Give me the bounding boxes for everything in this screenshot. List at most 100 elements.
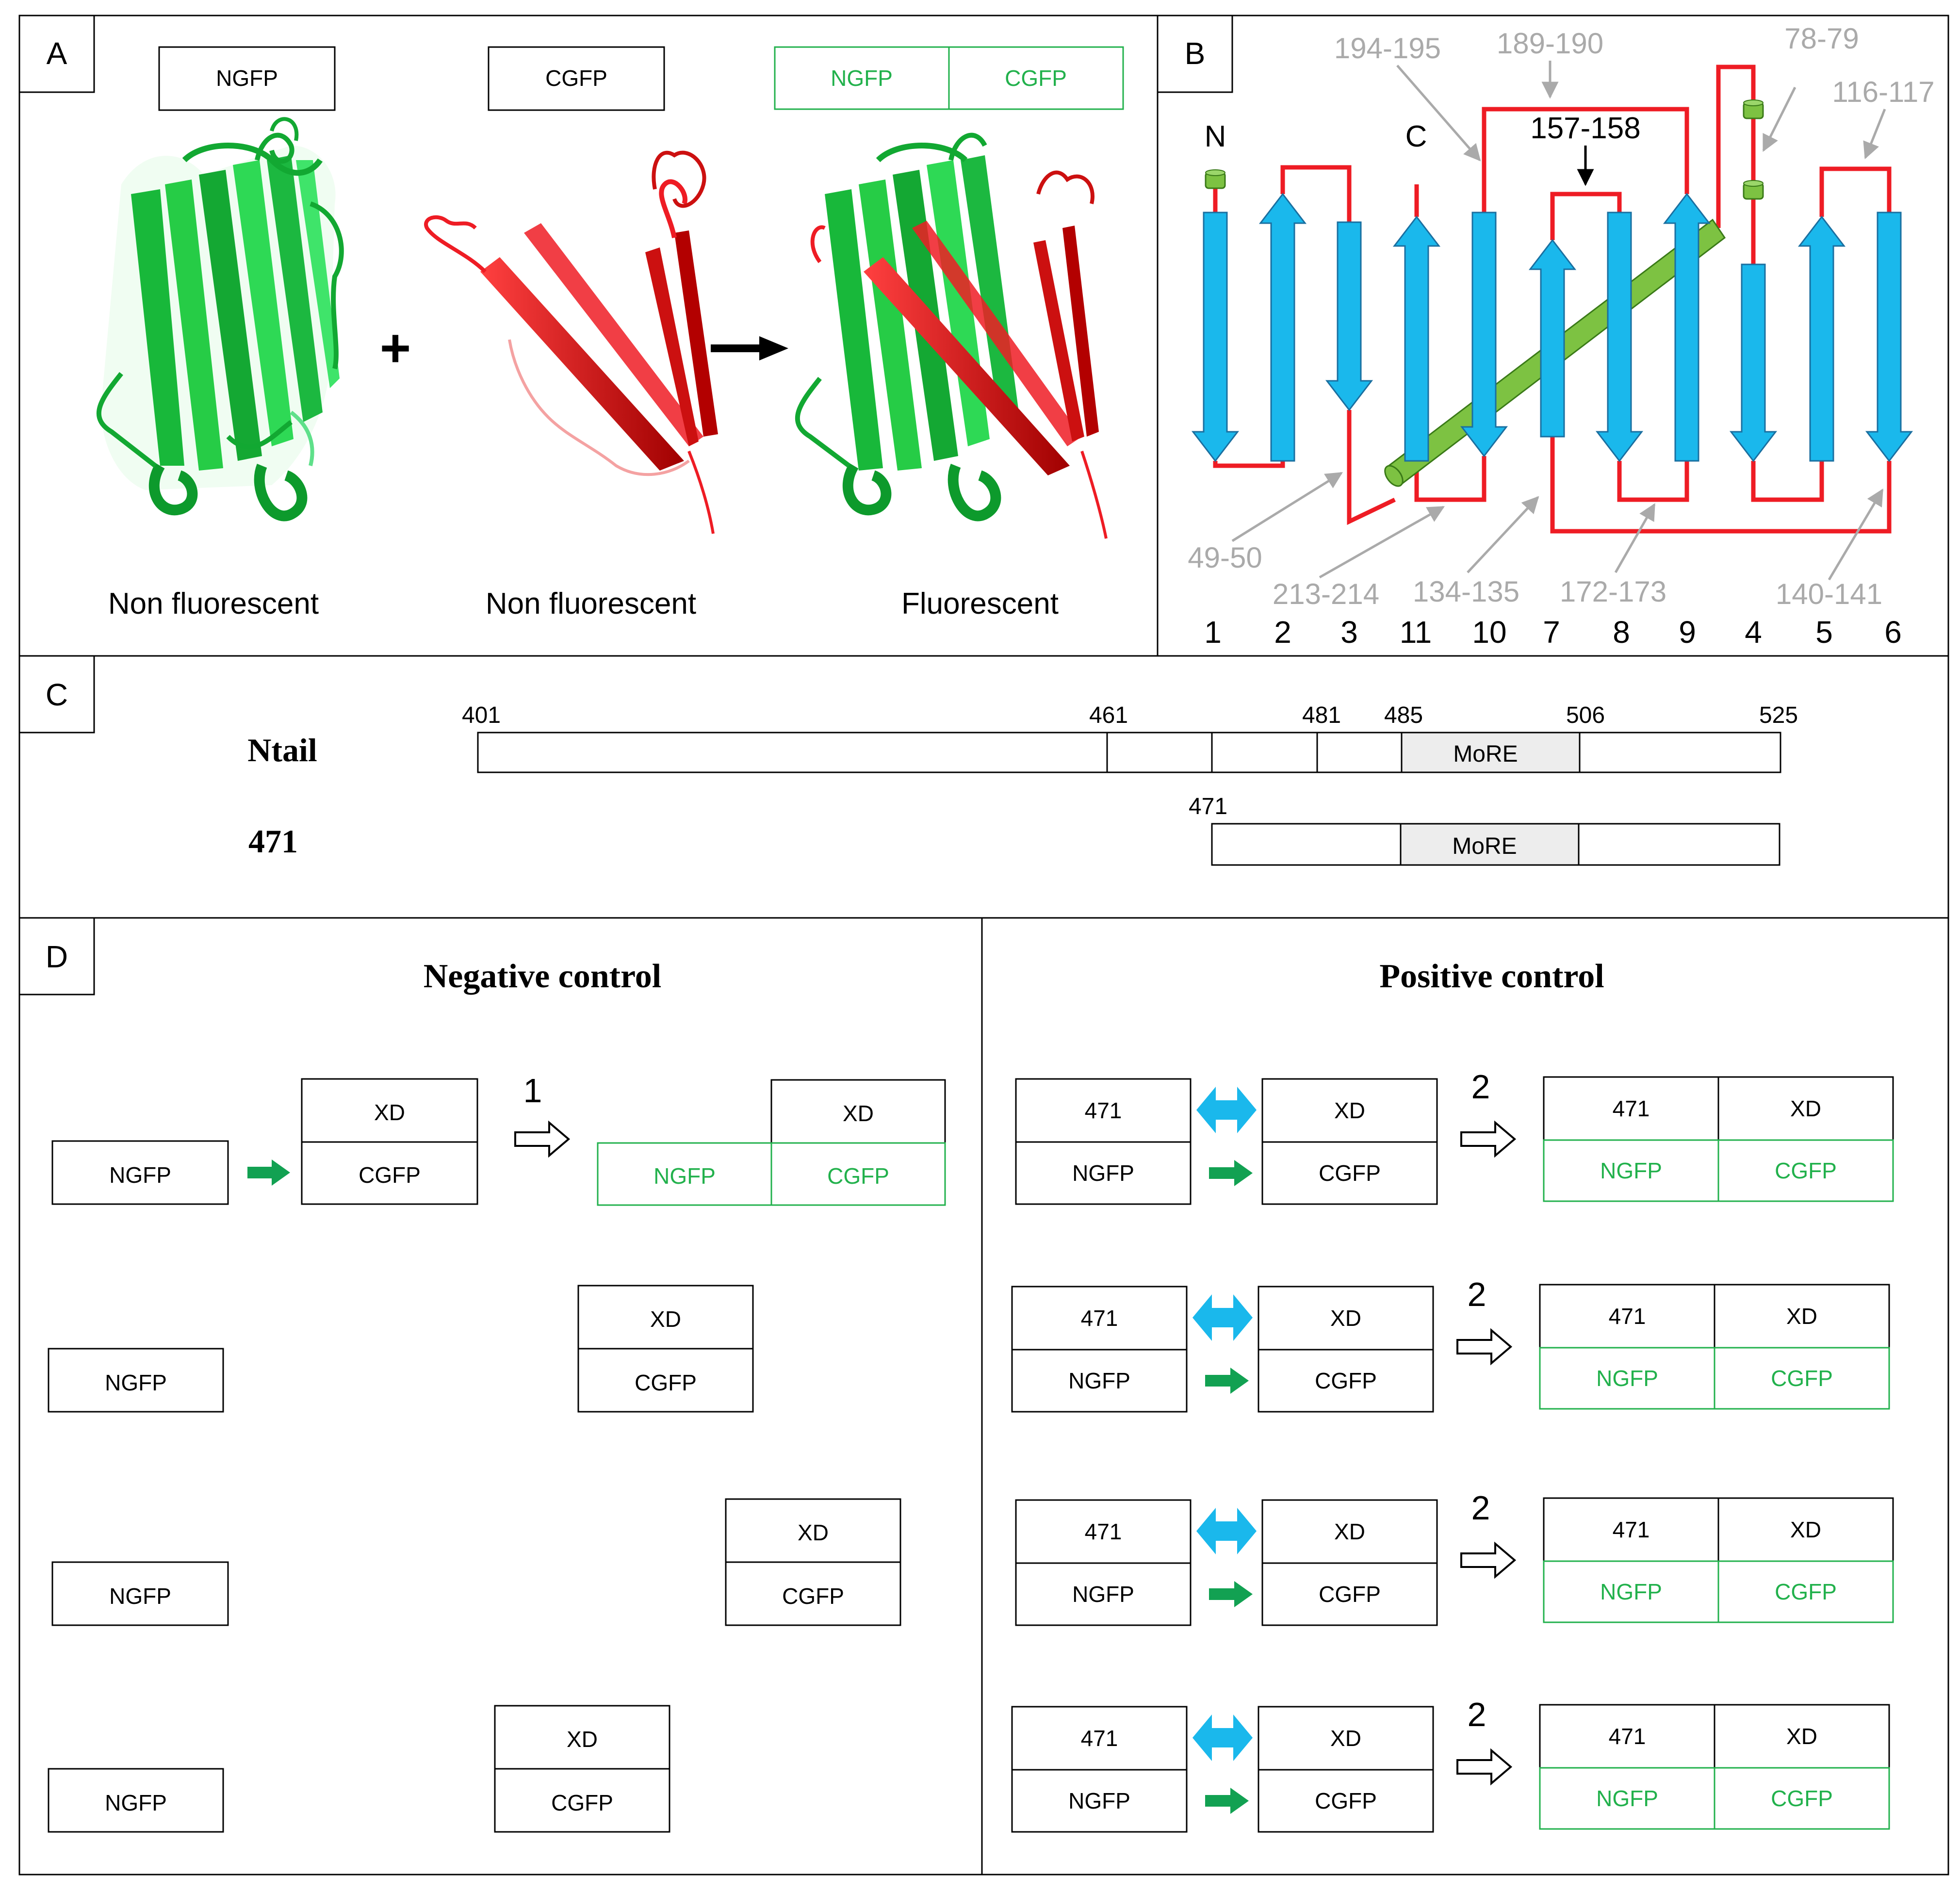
ngfp-label: NGFP: [105, 1790, 167, 1815]
peptide-471-box: [1015, 1499, 1192, 1564]
construct-471-bar: MoRE 471: [1189, 794, 1780, 866]
loop-11: [1716, 65, 1756, 264]
construct-471-label: 471: [248, 823, 298, 860]
beta-strand-1: [1191, 212, 1240, 462]
cut-site-140-141: 140-141: [1776, 578, 1882, 610]
loop-10: [1550, 437, 1892, 534]
xd-label: XD: [1334, 1519, 1365, 1544]
gfp-topology-diagram: [1191, 65, 1913, 534]
product-cgfp-label: CGFP: [1775, 1579, 1837, 1604]
loop-7: [1482, 107, 1689, 212]
product-xd-box: [1714, 1704, 1890, 1769]
cut-arrow-213-214: [1319, 506, 1445, 579]
ngfp-label-green: NGFP: [653, 1163, 716, 1189]
cgfp-label: CGFP: [782, 1583, 844, 1609]
product-ngfp-label: NGFP: [1596, 1786, 1658, 1811]
product-471-label: 471: [1609, 1724, 1646, 1749]
cgfp-label: CGFP: [635, 1370, 697, 1395]
cut-site-172-173: 172-173: [1560, 575, 1666, 608]
loop-2: [1213, 461, 1285, 468]
product-xd-label: XD: [1786, 1304, 1817, 1329]
maturation-arrow: [711, 336, 788, 360]
negative-row-1: NGFP XD CGFP 1 XD NGFP CGFP: [51, 1072, 946, 1206]
cut-site-49-50: 49-50: [1188, 541, 1262, 574]
loop-8: [1550, 192, 1622, 240]
panel-c-letter: C: [46, 677, 68, 712]
xd-label: XD: [1334, 1098, 1365, 1123]
caption-cgfp: Non fluorescent: [486, 587, 696, 620]
combined-cgfp-label: CGFP: [1005, 65, 1067, 91]
step-label-2: 2: [1468, 1696, 1486, 1733]
reaction-arrow: [1460, 1541, 1517, 1579]
plus-sign: +: [380, 318, 411, 378]
ntail-more-region: [1401, 732, 1581, 773]
reconstituted-gfp-box: NGFP CGFP: [774, 46, 1124, 110]
cgfp-box: [1258, 1769, 1434, 1833]
product-cgfp-box: [1714, 1767, 1890, 1830]
471-more-label: MoRE: [1452, 833, 1517, 859]
beta-strand-11: [1392, 215, 1441, 462]
panel-d-letter: D: [46, 939, 68, 974]
cut-arrow-172-173: [1614, 503, 1656, 573]
cgfp-label: CGFP: [1319, 1582, 1381, 1607]
product-xd-label: XD: [1790, 1096, 1821, 1121]
loop-12: [1751, 461, 1824, 502]
cut-site-78-79: 78-79: [1784, 22, 1859, 55]
tick-461: 461: [1089, 702, 1128, 728]
n-terminus-label: N: [1205, 120, 1226, 153]
product-471-label: 471: [1609, 1304, 1646, 1329]
reaction-arrow: [1460, 1120, 1517, 1158]
step-label-2: 2: [1471, 1489, 1490, 1527]
cgfp-box: CGFP: [488, 46, 665, 111]
interaction-arrow: [1192, 1294, 1253, 1341]
cut-site-116-117: 116-117: [1832, 76, 1934, 108]
central-helix-end: [1384, 465, 1404, 487]
beta-strand-6: [1865, 212, 1913, 462]
strand-number-5: 5: [1815, 615, 1833, 650]
caption-ngfp: Non fluorescent: [108, 587, 319, 620]
xd-label: XD: [798, 1520, 829, 1545]
product-471-label: 471: [1613, 1517, 1650, 1542]
product-xd-label: XD: [1790, 1517, 1821, 1542]
tick-481: 481: [1302, 702, 1341, 728]
cut-arrow-49-50: [1231, 472, 1343, 542]
loop-6: [1414, 456, 1486, 502]
cut-site-157-158: 157-158: [1530, 112, 1641, 145]
step-label-1: 1: [523, 1072, 542, 1110]
xd-box: [1261, 1078, 1438, 1143]
xd-label: XD: [567, 1727, 598, 1752]
product-ngfp-label: NGFP: [1600, 1158, 1662, 1183]
xd-label: XD: [650, 1306, 681, 1332]
cut-arrow-140-141: [1828, 488, 1884, 581]
cgfp-label: CGFP: [1319, 1160, 1381, 1186]
ngfp-structure-image: [96, 117, 344, 522]
tick-471: 471: [1189, 794, 1227, 819]
ngfp-label: NGFP: [109, 1583, 171, 1609]
strand-number-6: 6: [1884, 615, 1902, 650]
negative-row-4: NGFP XD CGFP: [48, 1705, 670, 1833]
beta-strand-5: [1797, 215, 1846, 462]
strand-number-11: 11: [1400, 615, 1432, 650]
cgfp-structure-image: [424, 150, 718, 534]
loop-9: [1617, 461, 1689, 502]
beta-strand-9: [1663, 193, 1711, 462]
ngfp-label: NGFP: [109, 1162, 171, 1188]
ngfp-label: NGFP: [1068, 1368, 1130, 1393]
ntail-ticks: 401 461 481 485 506 525: [462, 702, 1798, 728]
ngfp-box-label: NGFP: [216, 65, 278, 91]
ngfp-box: [1011, 1349, 1188, 1413]
tick-506: 506: [1566, 702, 1605, 728]
product-cgfp-box: [1714, 1347, 1890, 1410]
ngfp-box: NGFP: [158, 46, 336, 111]
connecting-loops: [1213, 65, 1892, 534]
green-link-arrow: [1205, 1788, 1249, 1814]
loop-13: [1819, 166, 1892, 217]
peptide-471-box: [1015, 1078, 1192, 1143]
product-xd-box: [1714, 1284, 1890, 1349]
ngfp-label: NGFP: [1072, 1160, 1134, 1186]
beta-strand-10: [1460, 212, 1508, 457]
